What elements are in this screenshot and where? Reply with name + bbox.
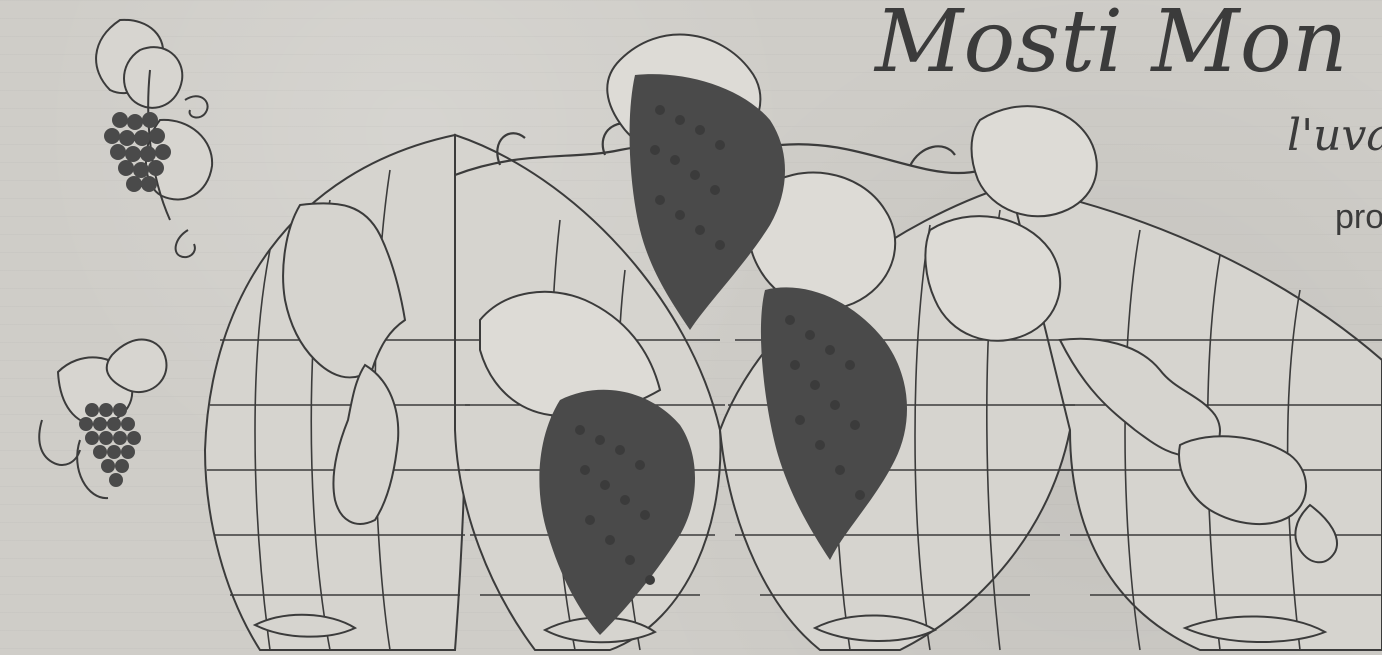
continents <box>252 202 1338 644</box>
subtitle: l'uva <box>1287 110 1382 161</box>
grape-cluster-icon <box>104 112 171 192</box>
grape-cluster-icon <box>79 403 141 487</box>
page-title: Mosti Mon <box>875 0 1349 92</box>
grape-texture <box>575 105 865 585</box>
grape-cluster-icon <box>539 74 907 635</box>
tagline: pro <box>1335 198 1382 236</box>
